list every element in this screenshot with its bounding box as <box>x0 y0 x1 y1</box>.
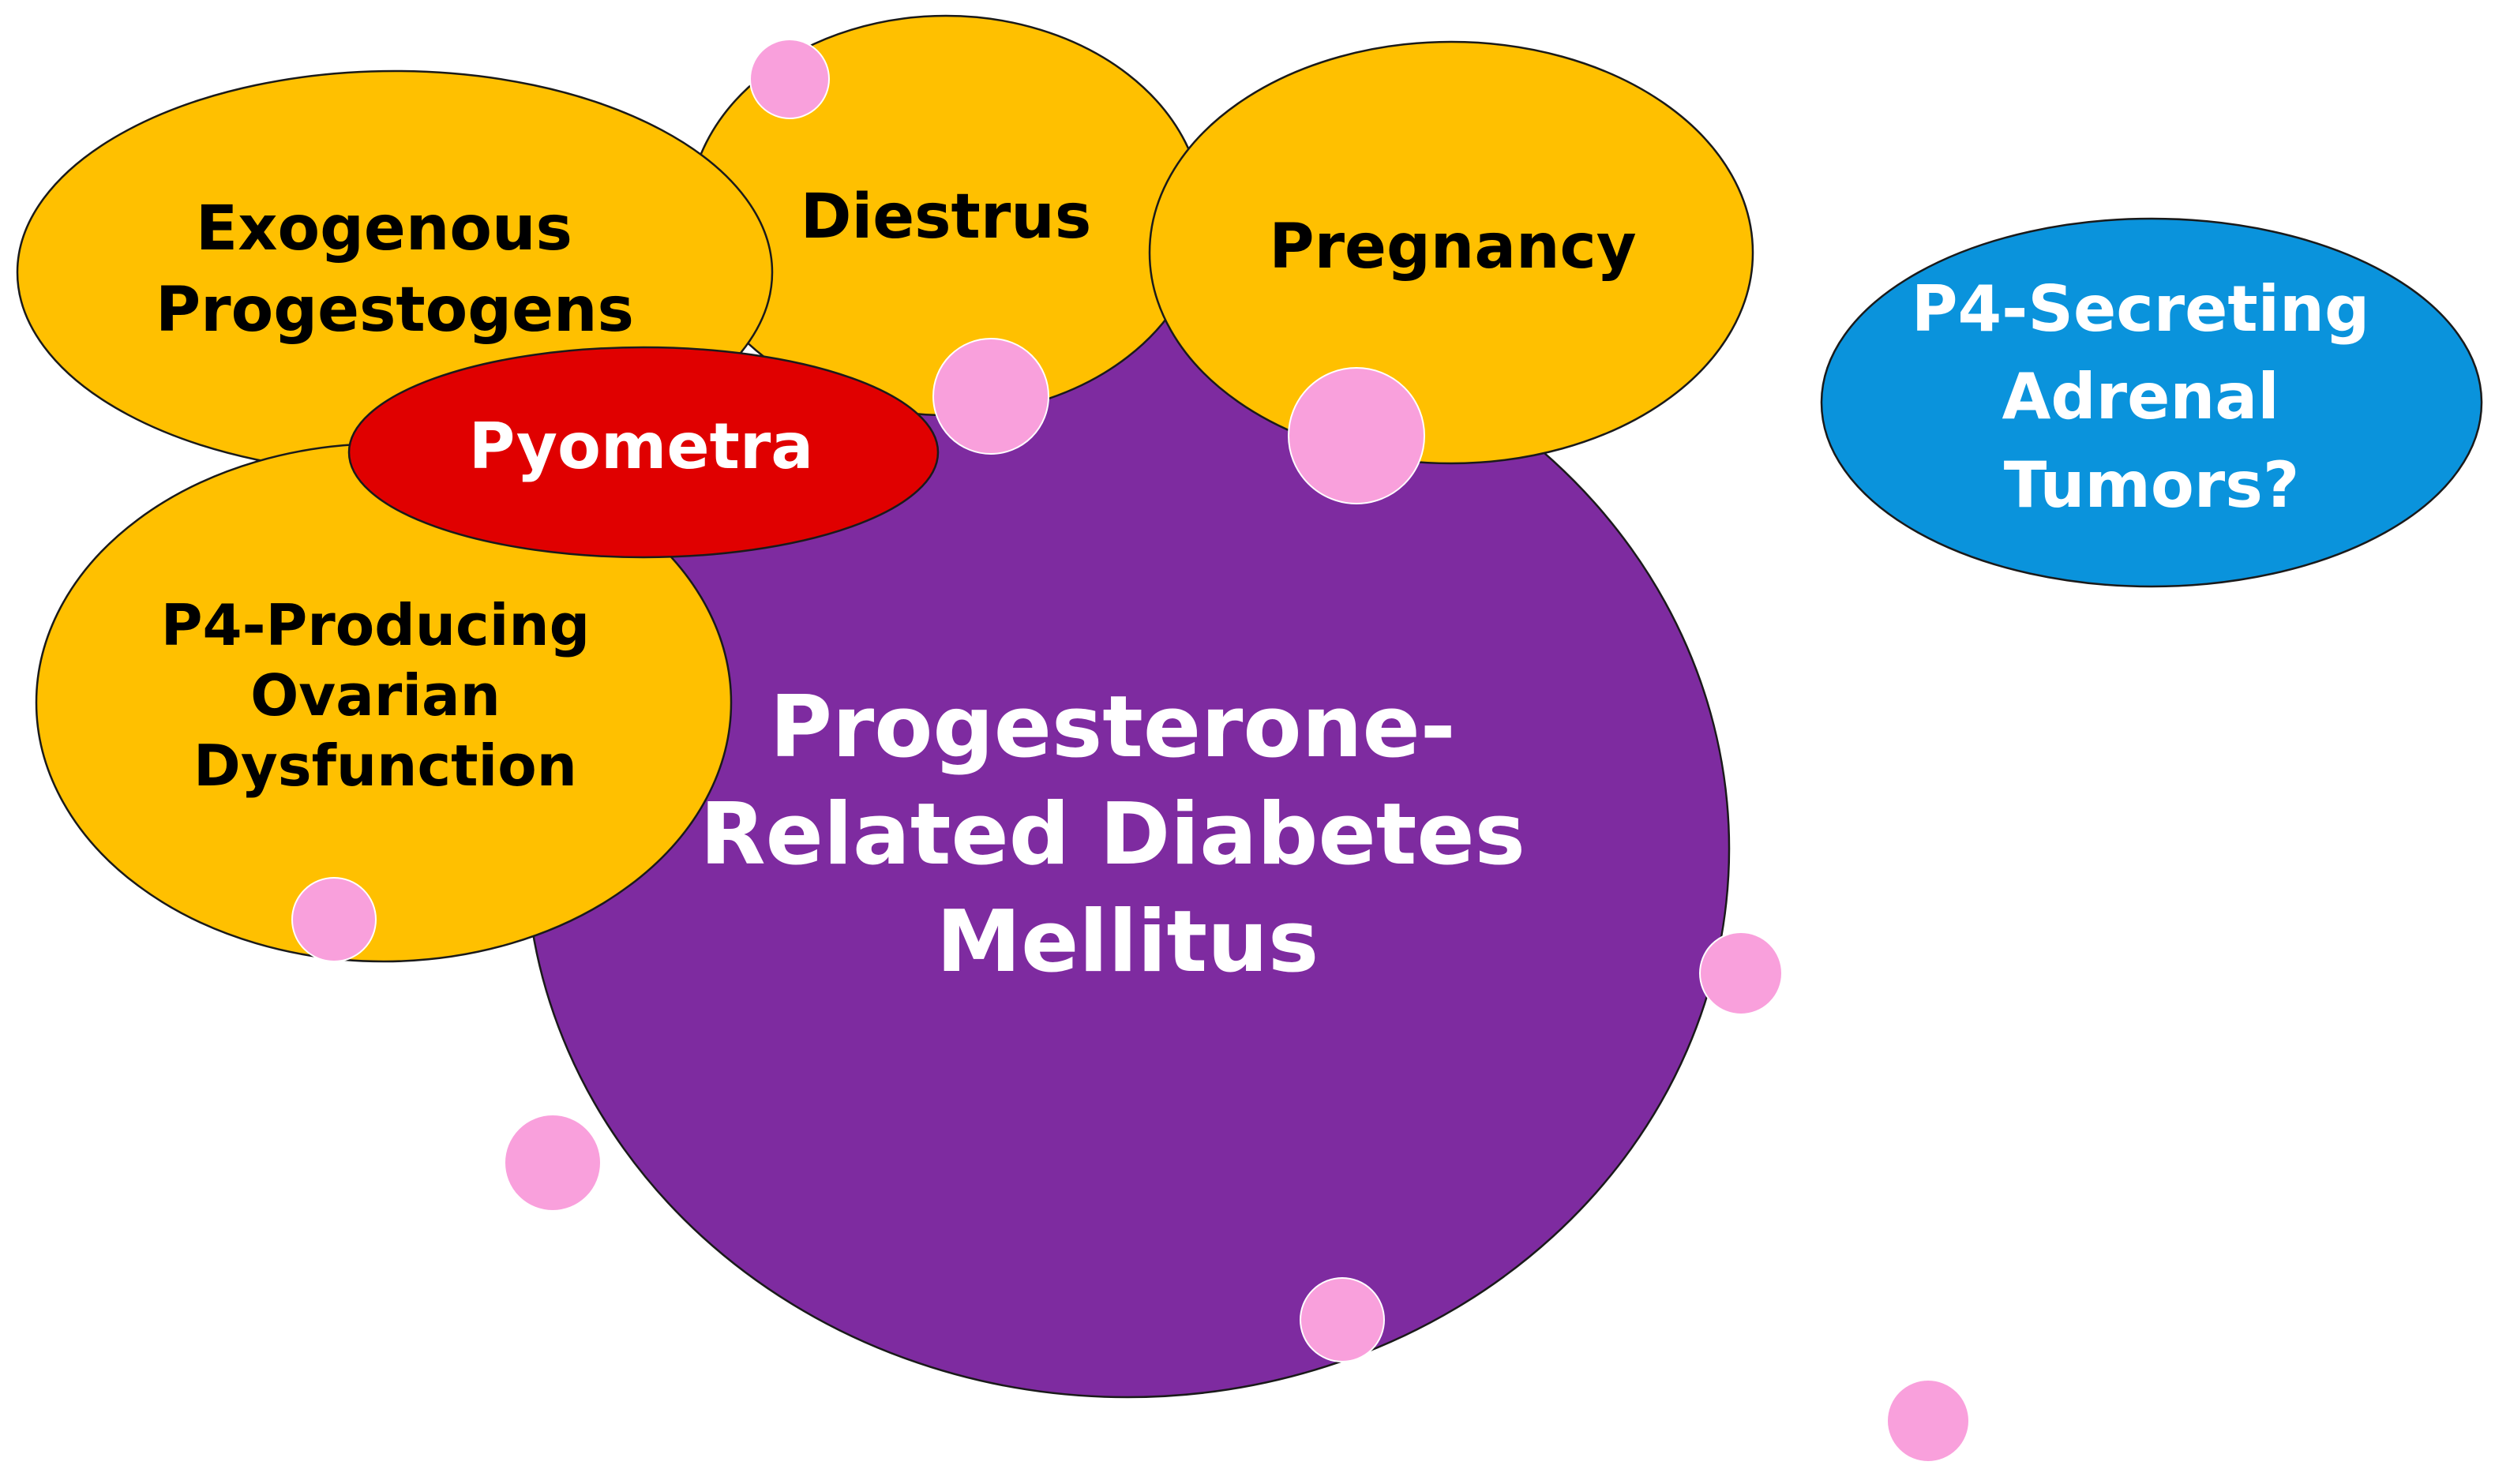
center-label: Progesterone- Related Diabetes Mellitus <box>700 678 1555 991</box>
exogenous-label-line: Progestogens <box>156 275 634 346</box>
adrenal-label: P4-Secreting Adrenal Tumors? <box>1912 272 2392 522</box>
exogenous-label: Exogenous Progestogens <box>156 193 634 346</box>
pink-dot <box>504 1114 602 1212</box>
adrenal-label-line: Adrenal <box>2002 360 2279 433</box>
adrenal-node-shape <box>1820 217 2483 588</box>
center-label-line: Mellitus <box>936 893 1319 991</box>
pregnancy-label-line: Pregnancy <box>1269 212 1636 283</box>
pyometra-label-line: Pyometra <box>469 410 814 483</box>
pink-dot <box>1300 1277 1385 1362</box>
diestrus-label: Diestrus <box>801 182 1092 253</box>
pyometra-node-shape <box>347 346 940 559</box>
pregnancy-label: Pregnancy <box>1269 212 1636 283</box>
ovarian-label-line: Dysfunction <box>193 733 577 799</box>
pink-dot <box>932 338 1049 455</box>
pink-dot <box>1288 367 1425 504</box>
pink-dot <box>1886 1379 1970 1463</box>
center-label-line: Progesterone- <box>770 678 1456 777</box>
ovarian-label-line: P4-Producing <box>161 592 590 658</box>
center-label-line: Related Diabetes <box>700 785 1525 884</box>
ovarian-label: P4-Producing Ovarian Dysfunction <box>161 592 610 799</box>
pink-dot <box>749 39 830 119</box>
diestrus-label-line: Diestrus <box>801 182 1092 253</box>
pyometra-label: Pyometra <box>469 410 814 483</box>
pregnancy-node-shape <box>1148 40 1754 465</box>
exogenous-label-line: Exogenous <box>196 193 572 264</box>
ovarian-label-line: Ovarian <box>250 662 501 729</box>
adrenal-label-line: P4-Secreting <box>1912 272 2369 346</box>
adrenal-label-line: Tumors? <box>2004 448 2300 522</box>
pink-dot <box>291 877 377 962</box>
pink-dot <box>1699 931 1783 1015</box>
